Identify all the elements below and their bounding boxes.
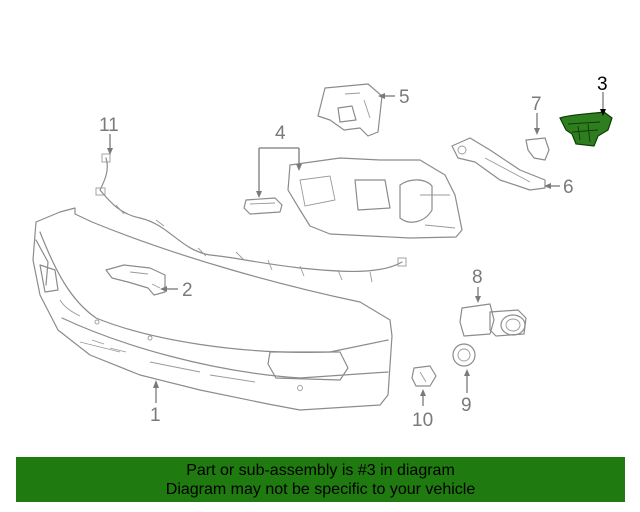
callout-5: 5: [399, 87, 410, 108]
part-11-wiring-harness: [95, 153, 407, 283]
part-3-bracket-highlighted: [559, 111, 613, 147]
callout-2: 2: [182, 280, 193, 301]
part-4-absorber: [243, 157, 463, 239]
callout-1: 1: [150, 405, 161, 426]
leader-lines: [107, 92, 606, 406]
info-banner: Part or sub-assembly is #3 in diagram Di…: [16, 457, 625, 502]
callout-6: 6: [563, 177, 574, 198]
callout-7: 7: [531, 94, 542, 115]
part-1-bumper-fascia: [32, 207, 393, 411]
part-2-bracket: [105, 264, 166, 296]
callout-9: 9: [461, 395, 472, 416]
part-10-clip: [411, 365, 437, 387]
callout-11: 11: [99, 115, 119, 136]
part-5-mount-bracket: [317, 83, 383, 137]
callout-8: 8: [472, 267, 483, 288]
callout-3: 3: [597, 74, 608, 95]
callout-10: 10: [412, 410, 433, 431]
part-9-retainer-ring: [452, 343, 476, 367]
banner-line-2: Diagram may not be specific to your vehi…: [165, 481, 476, 498]
part-6-support-bar: [451, 137, 546, 191]
callout-4: 4: [275, 123, 286, 144]
part-7-clip: [525, 137, 550, 161]
banner-line-1: Part or sub-assembly is #3 in diagram: [186, 462, 455, 479]
part-8-parking-sensor: [459, 303, 527, 337]
